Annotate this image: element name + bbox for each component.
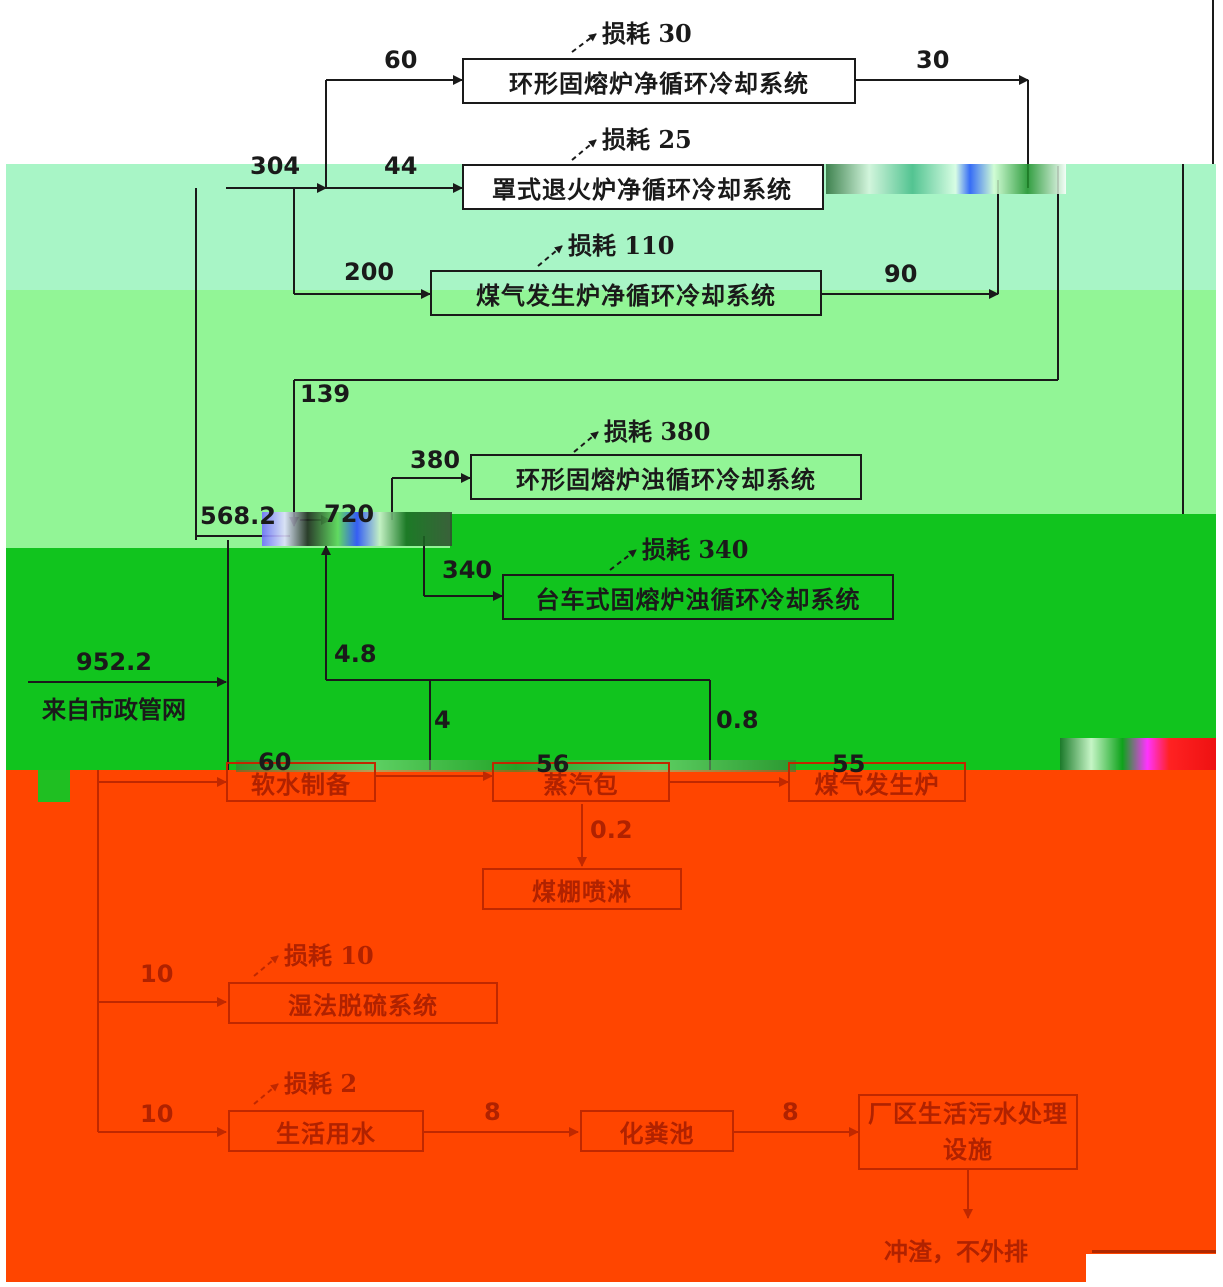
- glitch-artifact-3: [1060, 738, 1216, 770]
- ring-turbid-cooling-box: 环形固熔炉浊循环冷却系统: [470, 454, 862, 500]
- band-red: [6, 770, 1086, 1282]
- glitch-artifact: [826, 164, 1066, 194]
- flow-label-60b: 60: [258, 748, 292, 776]
- glitch-artifact-4: [38, 770, 70, 802]
- flow-label-8a: 8: [484, 1098, 501, 1126]
- flow-label-10b: 10: [140, 1100, 174, 1128]
- band-red-right: [1086, 770, 1216, 1254]
- flow-label-9522: 952.2: [76, 648, 152, 676]
- page-edge-line: [1212, 0, 1214, 164]
- glitch-artifact-2: [262, 512, 452, 546]
- loss-hood-clean: 损耗 25: [602, 125, 692, 154]
- flow-label-10a: 10: [140, 960, 174, 988]
- band-middle: [6, 290, 1216, 548]
- flow-label-139: 139: [300, 380, 351, 408]
- loss-gas-clean: 损耗 110: [568, 231, 675, 260]
- septic-tank-box: 化粪池: [580, 1110, 734, 1152]
- flow-label-30: 30: [916, 46, 950, 74]
- gas-generator-box: 煤气发生炉: [788, 762, 966, 802]
- slag-quench-note: 冲渣，不外排: [884, 1237, 1028, 1266]
- loss-ring-turbid: 损耗 380: [604, 417, 711, 446]
- flow-label-90: 90: [884, 260, 918, 288]
- flow-label-55: 55: [832, 750, 866, 778]
- hood-clean-cooling-box: 罩式退火炉净循环冷却系统: [462, 164, 824, 210]
- flow-label-340: 340: [442, 556, 493, 584]
- soft-water-box: 软水制备: [226, 762, 376, 802]
- ring-clean-cooling-box: 环形固熔炉净循环冷却系统: [462, 58, 856, 104]
- loss-ring-clean: 损耗 30: [602, 19, 692, 48]
- sewage-treatment-box: 厂区生活污水处理设施: [858, 1094, 1078, 1170]
- flow-label-8b: 8: [782, 1098, 799, 1126]
- wet-desulfurization-box: 湿法脱硫系统: [228, 982, 498, 1024]
- flow-label-200: 200: [344, 258, 395, 286]
- loss-domestic: 损耗 2: [284, 1069, 358, 1098]
- flow-label-48: 4.8: [334, 640, 377, 668]
- flow-label-08: 0.8: [716, 706, 759, 734]
- coal-shed-spray-box: 煤棚喷淋: [482, 868, 682, 910]
- flow-label-02: 0.2: [590, 816, 633, 844]
- trolley-turbid-cooling-box: 台车式固熔炉浊循环冷却系统: [502, 574, 894, 620]
- flow-label-380: 380: [410, 446, 461, 474]
- flow-label-568: 568.2: [200, 502, 276, 530]
- loss-desulfur: 损耗 10: [284, 941, 374, 970]
- flow-label-60: 60: [384, 46, 418, 74]
- flow-label-4: 4: [434, 706, 451, 734]
- domestic-water-box: 生活用水: [228, 1110, 424, 1152]
- flow-label-44: 44: [384, 152, 418, 180]
- page-edge-line-3: [1092, 1250, 1216, 1253]
- band-green: [6, 548, 1216, 770]
- gas-clean-cooling-box: 煤气发生炉净循环冷却系统: [430, 270, 822, 316]
- flow-label-56: 56: [536, 750, 570, 778]
- municipal-source-label: 来自市政管网: [42, 695, 186, 724]
- page-edge-line-2: [1182, 164, 1184, 514]
- loss-trolley-turbid: 损耗 340: [642, 535, 749, 564]
- flow-label-720: 720: [324, 500, 375, 528]
- flow-label-304: 304: [250, 152, 301, 180]
- steam-drum-box: 蒸汽包: [492, 762, 670, 802]
